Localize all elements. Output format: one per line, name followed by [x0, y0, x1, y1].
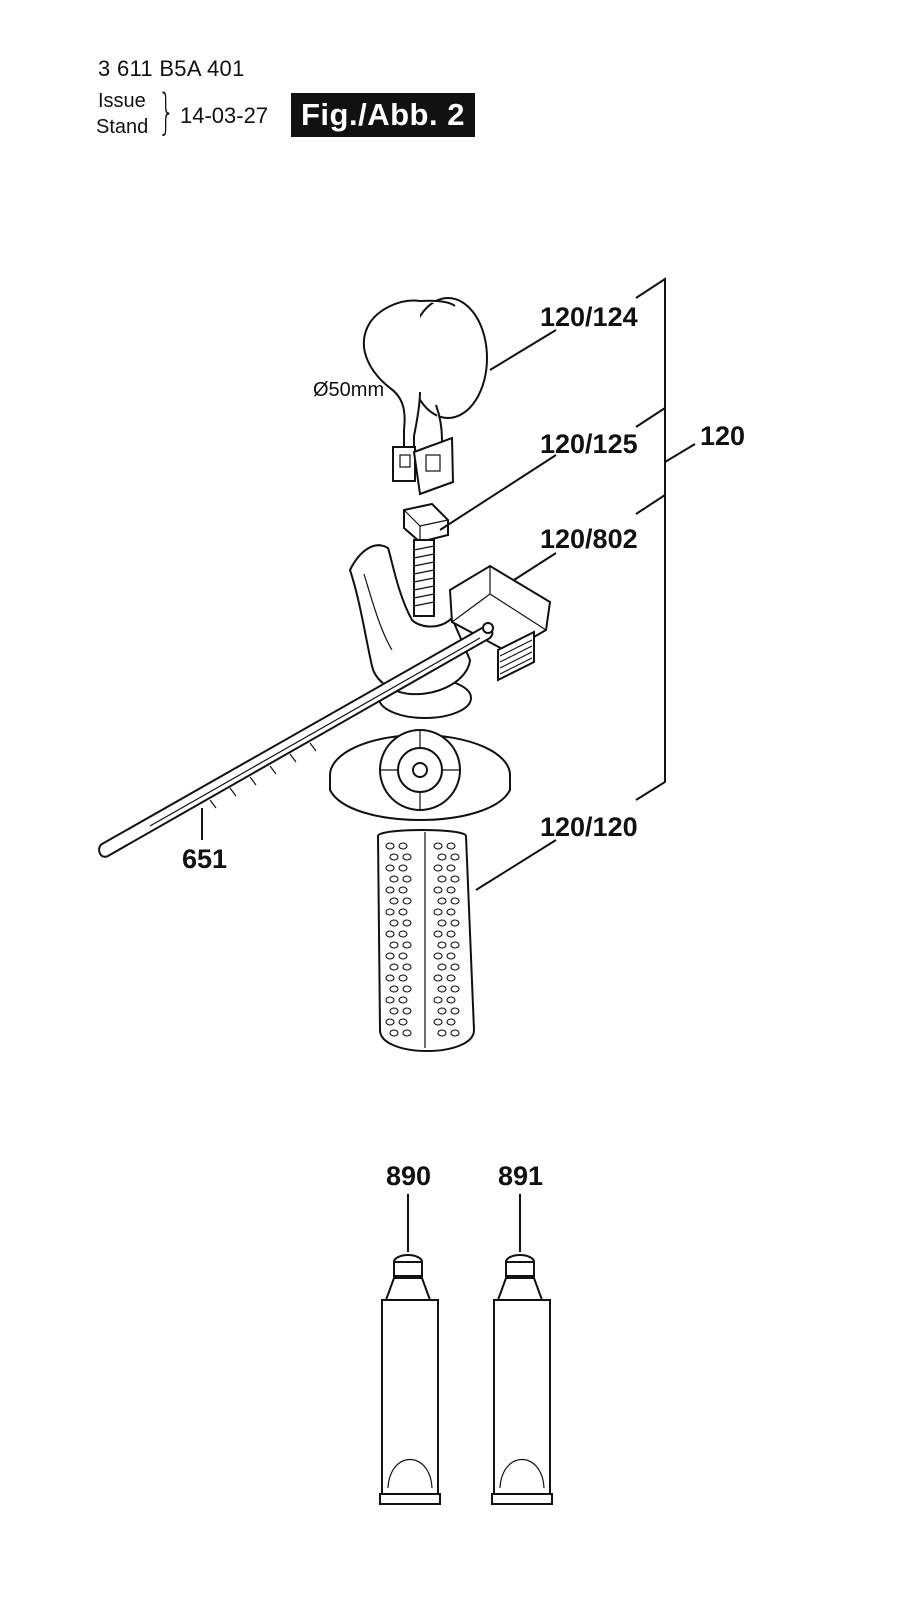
grip-dot [433, 974, 443, 982]
grip-dot [446, 952, 456, 960]
grip-dot [402, 941, 412, 949]
callout-120: 120 [700, 421, 745, 451]
clamp-band-part [362, 297, 488, 496]
grip-dot [385, 864, 395, 872]
grip-dot [433, 842, 443, 850]
stand-label: Stand [96, 116, 149, 138]
grip-dot [398, 842, 408, 850]
grip-dot [402, 1007, 412, 1015]
grip-dot [450, 1007, 460, 1015]
grip-dot [446, 908, 456, 916]
grip-dot [446, 974, 456, 982]
grip-dot [389, 875, 399, 883]
grip-dot [385, 842, 395, 850]
brace-symbol: } [158, 84, 175, 140]
grip-dot [398, 908, 408, 916]
clamp-diameter-label: Ø50mm [313, 379, 384, 401]
grip-dot [385, 930, 395, 938]
issue-label: Issue [98, 90, 146, 112]
grip-dot [437, 853, 447, 861]
grip-dot [389, 897, 399, 905]
grip-dot [389, 985, 399, 993]
grip-dot [385, 908, 395, 916]
grip-dot [446, 886, 456, 894]
grip-dot [446, 864, 456, 872]
grip-dot [389, 853, 399, 861]
grip-dot [385, 974, 395, 982]
grip-dot [437, 941, 447, 949]
grip-dot [450, 1029, 460, 1037]
grip-dot [450, 963, 460, 971]
grip-dot [450, 985, 460, 993]
grip-dot [389, 919, 399, 927]
grip-dot [385, 886, 395, 894]
grip-dot [450, 853, 460, 861]
grip-dot [402, 1029, 412, 1037]
grip-dot [398, 952, 408, 960]
assembly-bracket-120 [635, 277, 696, 801]
grip-dot [402, 875, 412, 883]
callout-120-802: 120/802 [540, 524, 638, 554]
part-number: 3 611 B5A 401 [98, 56, 245, 81]
grip-dot [398, 1018, 408, 1026]
grip-dot [389, 941, 399, 949]
grip-dot [437, 963, 447, 971]
grip-dot [433, 1018, 443, 1026]
grip-dot [389, 1007, 399, 1015]
callout-651: 651 [182, 844, 227, 874]
grip-dot [402, 853, 412, 861]
grip-dot [433, 952, 443, 960]
grip-dot [389, 1029, 399, 1037]
grip-dot [446, 1018, 456, 1026]
grip-dot [437, 1007, 447, 1015]
grip-dot [437, 919, 447, 927]
grip-dot [402, 985, 412, 993]
grip-dot [437, 897, 447, 905]
grip-dot [385, 996, 395, 1004]
grip-dot [433, 864, 443, 872]
leader-lines [201, 329, 557, 891]
grip-dot [398, 864, 408, 872]
clamp-screw-part [403, 502, 449, 617]
side-handle-part [329, 729, 511, 1052]
grip-dot [398, 930, 408, 938]
grip-dot [385, 952, 395, 960]
grip-dot [402, 919, 412, 927]
callout-120-120: 120/120 [540, 812, 638, 842]
grip-dot [450, 875, 460, 883]
grip-dot [437, 875, 447, 883]
grip-dot [433, 930, 443, 938]
callout-120-124: 120/124 [540, 302, 638, 332]
callout-120-125: 120/125 [540, 429, 638, 459]
issue-date: 14-03-27 [180, 103, 269, 128]
figure-label: Fig./Abb. 2 [291, 93, 475, 137]
callout-891: 891 [498, 1161, 543, 1191]
grip-dot [437, 1029, 447, 1037]
grip-dot [446, 930, 456, 938]
grip-dot [446, 842, 456, 850]
grip-dot [433, 996, 443, 1004]
callout-890: 890 [386, 1161, 431, 1191]
depth-rod-part [98, 622, 494, 858]
grease-tube-890 [379, 1194, 441, 1505]
grip-dot [398, 974, 408, 982]
grip-dot [450, 897, 460, 905]
grip-dot [433, 908, 443, 916]
grip-dot [398, 886, 408, 894]
grip-dot [437, 985, 447, 993]
grip-dot [398, 996, 408, 1004]
grease-tube-891 [491, 1194, 553, 1505]
grip-dot [389, 963, 399, 971]
grip-dot [450, 919, 460, 927]
grip-dot [385, 1018, 395, 1026]
grip-dot [446, 996, 456, 1004]
grip-dot [402, 963, 412, 971]
grip-dot [433, 886, 443, 894]
grip-dot [450, 941, 460, 949]
grip-dot [402, 897, 412, 905]
